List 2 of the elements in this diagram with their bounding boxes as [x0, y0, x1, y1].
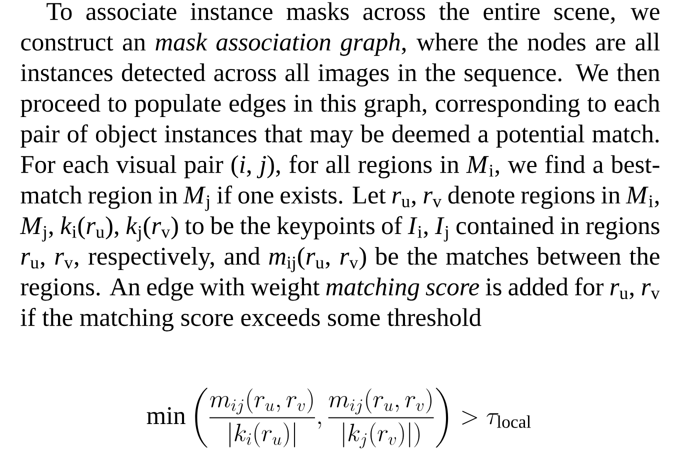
paragraph: To associate instance masks across the entire scene, we construct an mask association graph, where the nodes are all instances detected across all images in the sequence. We then proceed to populate edges in this graph, corresponding to each pair of object instances that may be deemed a potential match. For each visual pair (i, j), for all regions in M$_{i}$, we find a best-match region in M$_{j}$ if one exists. Let r$_{u}$, r$_{v}$ denote regions in M$_{i}$, M$_{j}$, k$_{i}$(r$_{u}$), k$_{j}$(r$_{v}$) to be the keypoints of I$_{i}$, I$_{j}$ contained in regions r$_{u}$, r$_{v}$, respectively, and m$_{ij}$(r$_{u}$, r$_{v}$) be the matches between the regions. An edge with weight matching score is added for r$_{u}$, r$_{v}$ if the matching score exceeds some threshold: [20, 2, 660, 332]
formula: $\min\left(\frac{m_{ij}(r_u,r_v)}{|k_i(r_u)|},\frac{m_{ij}(r_u,r_v)}{|k_j(r_v)|)}\right) > \tau_{\mathrm{local}}$: [146, 388, 531, 448]
